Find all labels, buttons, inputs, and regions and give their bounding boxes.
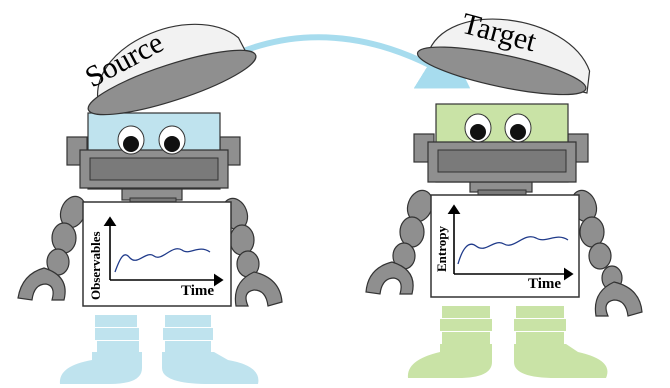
source-plot-curve — [114, 248, 211, 273]
source-hat — [87, 23, 257, 116]
source-plot-xlabel: Time — [181, 283, 214, 299]
target-boots — [407, 306, 608, 378]
source-plot-ylabel: Observables — [88, 231, 103, 300]
target-plot-ylabel: Entropy — [434, 226, 449, 272]
target-hat — [416, 18, 591, 96]
target-eyes — [464, 113, 532, 143]
target-left-arm — [365, 189, 434, 295]
target-robot: Entropy Time Target — [365, 7, 643, 378]
source-boots — [59, 315, 259, 384]
source-right-arm — [221, 197, 283, 307]
source-robot: Observables Time Source — [17, 23, 283, 384]
source-left-arm — [17, 195, 87, 301]
source-eyes — [117, 125, 186, 155]
target-plot-xlabel: Time — [528, 276, 561, 292]
target-right-arm — [570, 189, 643, 317]
target-plot-curve — [457, 236, 569, 265]
